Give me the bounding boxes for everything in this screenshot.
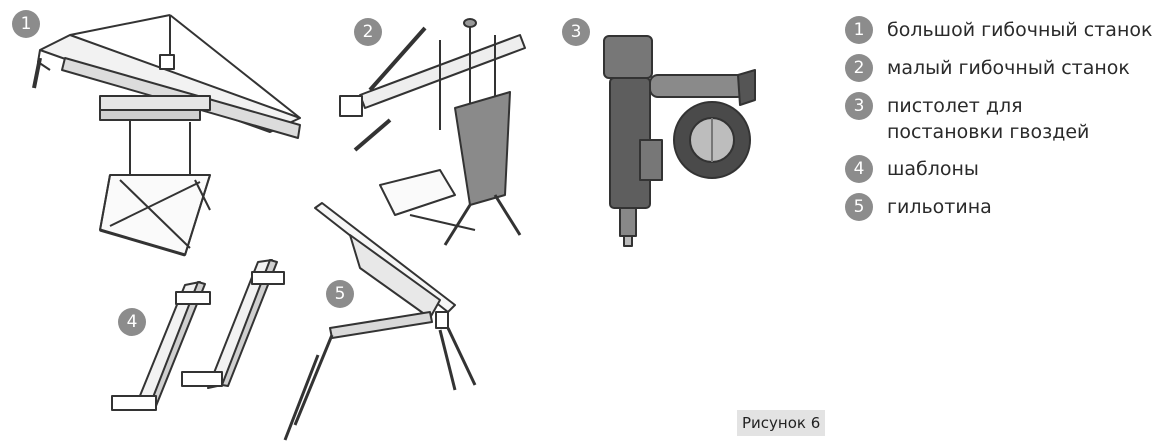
marker-1: 1 xyxy=(12,10,40,38)
legend-item: 2 малый гибочный станок xyxy=(845,54,1165,82)
large-bending-brake-drawing xyxy=(32,14,301,257)
legend-number: 2 xyxy=(845,54,873,82)
legend-label: пистолет для постановки гвоздей xyxy=(887,95,1090,143)
legend-item: 3 пистолет для постановки гвоздей xyxy=(845,92,1165,145)
legend: 1 большой гибочный станок 2 малый гибочн… xyxy=(845,16,1165,231)
marker-5: 5 xyxy=(326,280,354,308)
legend-number: 4 xyxy=(845,155,873,183)
legend-number: 1 xyxy=(845,16,873,44)
legend-number: 3 xyxy=(845,92,873,120)
legend-number: 5 xyxy=(845,193,873,221)
nail-gun-drawing xyxy=(603,35,756,247)
legend-label: шаблоны xyxy=(887,158,979,180)
legend-item: 5 гильотина xyxy=(845,193,1165,221)
small-bending-brake-drawing xyxy=(339,18,526,246)
marker-3: 3 xyxy=(562,18,590,46)
figure-caption: Рисунок 6 xyxy=(737,410,826,436)
marker-2: 2 xyxy=(354,18,382,46)
templates-drawing xyxy=(111,259,285,411)
legend-label: большой гибочный станок xyxy=(887,19,1153,41)
legend-item: 1 большой гибочный станок xyxy=(845,16,1165,44)
legend-item: 4 шаблоны xyxy=(845,155,1165,183)
legend-label: гильотина xyxy=(887,196,992,218)
guillotine-drawing xyxy=(283,202,477,441)
marker-4: 4 xyxy=(118,308,146,336)
legend-label: малый гибочный станок xyxy=(887,57,1130,79)
